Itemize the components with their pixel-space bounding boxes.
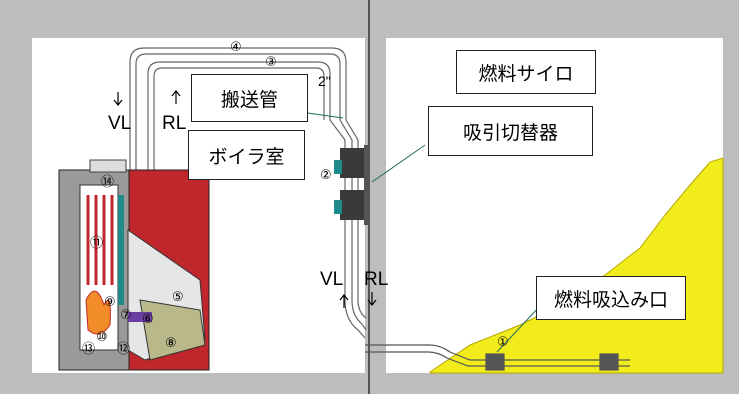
- rl-label-left: RL: [162, 113, 187, 134]
- transport-pipe-label: 搬送管: [191, 74, 308, 122]
- suction-switch-label: 吸引切替器: [428, 106, 593, 156]
- marker-14: ⑭: [101, 174, 115, 189]
- vl-label-left: VL: [108, 113, 132, 134]
- marker-9: ⑨: [104, 294, 116, 309]
- fuel-intake-label: 燃料吸込み口: [536, 276, 686, 320]
- marker-8: ⑧: [165, 335, 177, 350]
- marker-10: ⑩: [96, 329, 108, 344]
- rl-label-right: RL: [364, 269, 389, 290]
- marker-6: ⑥: [142, 311, 154, 326]
- marker-11: ⑪: [90, 235, 104, 250]
- marker-4: ④: [230, 39, 242, 54]
- boiler-room-label: ボイラ室: [188, 130, 305, 180]
- boiler-unit: [58, 159, 210, 371]
- marker-2: ②: [320, 167, 332, 182]
- marker-5: ⑤: [172, 289, 184, 304]
- flow-arrows: [113, 90, 377, 308]
- transport-pipe-loop: [129, 47, 347, 170]
- marker-7: ⑦: [120, 307, 132, 322]
- intake-pipe: [365, 344, 630, 371]
- fuel-silo-label: 燃料サイロ: [456, 50, 596, 94]
- marker-1: ①: [497, 334, 509, 349]
- suction-switch-device: [334, 145, 368, 225]
- marker-3: ③: [265, 54, 277, 69]
- marker-13: ⑬: [82, 341, 96, 356]
- vl-label-right: VL: [320, 269, 344, 290]
- pipe-size-label: 2": [318, 73, 331, 89]
- marker-12: ⑫: [117, 341, 131, 356]
- vertical-transport-pipe: [329, 119, 367, 339]
